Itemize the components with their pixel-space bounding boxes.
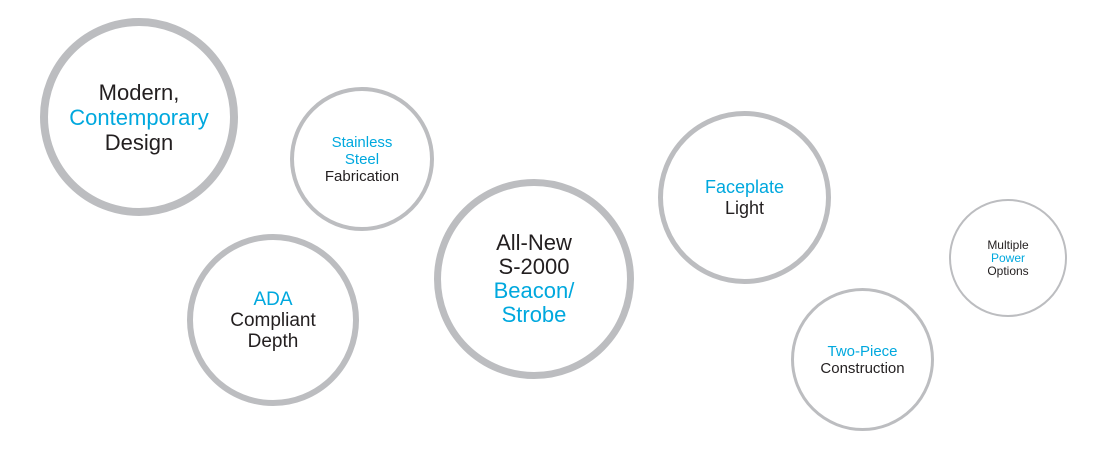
bubble-multiple-power-options: Multiple Power Options	[949, 199, 1067, 317]
bubble-line-accent: ADA	[253, 288, 293, 310]
bubble-line-accent: Beacon/	[493, 278, 575, 303]
bubble-line: Design	[104, 129, 174, 155]
bubble-line: Compliant	[230, 309, 316, 331]
bubble-line-accent: Stainless	[331, 133, 393, 151]
bubble-line: S-2000	[498, 254, 570, 279]
bubble-line: Multiple	[987, 237, 1029, 252]
bubble-line-accent: Contemporary	[69, 104, 209, 130]
bubble-line: Light	[724, 197, 765, 218]
bubble-ada-compliant: ADA Compliant Depth	[187, 234, 359, 406]
bubble-line: Fabrication	[324, 167, 400, 185]
bubble-line-accent: Steel	[344, 150, 380, 168]
bubble-beacon-strobe: All-New S-2000 Beacon/ Strobe	[434, 179, 634, 379]
bubble-line: Modern,	[98, 79, 180, 105]
bubble-line-accent: Two-Piece	[827, 342, 898, 360]
bubble-faceplate-light: Faceplate Light	[658, 111, 831, 284]
bubble-stainless-steel: Stainless Steel Fabrication	[290, 87, 434, 231]
bubble-line-accent: Strobe	[501, 302, 567, 327]
bubble-modern-design: Modern, Contemporary Design	[40, 18, 238, 216]
bubble-line: All-New	[496, 230, 572, 255]
bubble-line: Construction	[820, 359, 905, 377]
bubble-line: Depth	[247, 330, 299, 352]
bubble-line-accent: Faceplate	[704, 176, 785, 197]
bubble-two-piece-construction: Two-Piece Construction	[791, 288, 934, 431]
bubble-line: Options	[987, 263, 1029, 278]
bubble-line-accent: Power	[990, 250, 1025, 265]
